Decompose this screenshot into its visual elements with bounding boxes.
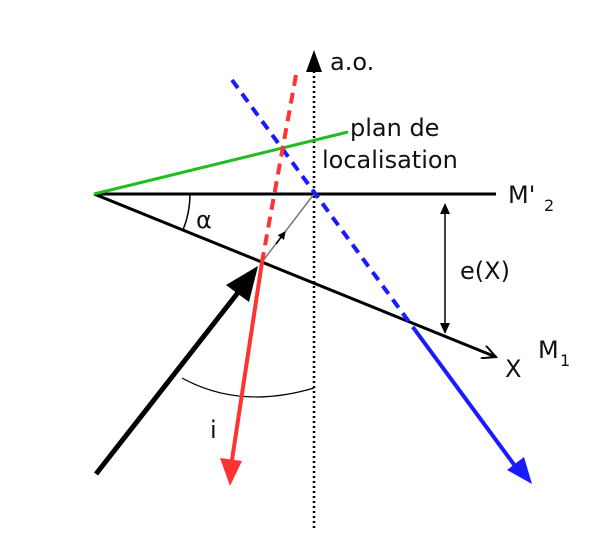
optical-axis-label: a.o. <box>330 48 374 76</box>
optical-axis-arrowhead <box>306 50 322 72</box>
thickness-arrowhead-bottom <box>440 323 450 334</box>
red-ray-arrowhead <box>220 458 242 486</box>
angle-alpha-arc <box>182 193 191 231</box>
localisation-plane-line <box>93 130 349 196</box>
thickness-label: e(X) <box>460 257 510 285</box>
blue-ray-arrowhead <box>507 457 532 484</box>
mirror-m1-subscript: 1 <box>560 351 570 370</box>
plane-label-line1: plan de <box>350 114 439 142</box>
incidence-label: i <box>210 416 217 444</box>
incidence-angle-arc <box>181 377 315 398</box>
red-ray-solid <box>230 261 264 461</box>
mirror-m2-subscript: 2 <box>544 196 554 215</box>
incident-ray-arrowhead <box>226 266 258 302</box>
inner-ray <box>261 193 315 263</box>
inner-ray-arrow <box>275 231 286 245</box>
red-ray-dashed <box>260 74 298 263</box>
incident-ray <box>94 288 242 476</box>
mirror-m2-label: M' <box>508 181 535 209</box>
blue-ray-solid <box>413 328 520 472</box>
mirror-m1-line <box>93 192 496 357</box>
plane-label-line2: localisation <box>322 146 458 174</box>
mirror-m1-label: M <box>538 336 559 364</box>
axis-x-label: X <box>505 355 521 383</box>
thickness-arrowhead-top <box>440 203 450 214</box>
angle-alpha-label: α <box>196 206 212 234</box>
blue-ray-dashed <box>230 78 417 332</box>
